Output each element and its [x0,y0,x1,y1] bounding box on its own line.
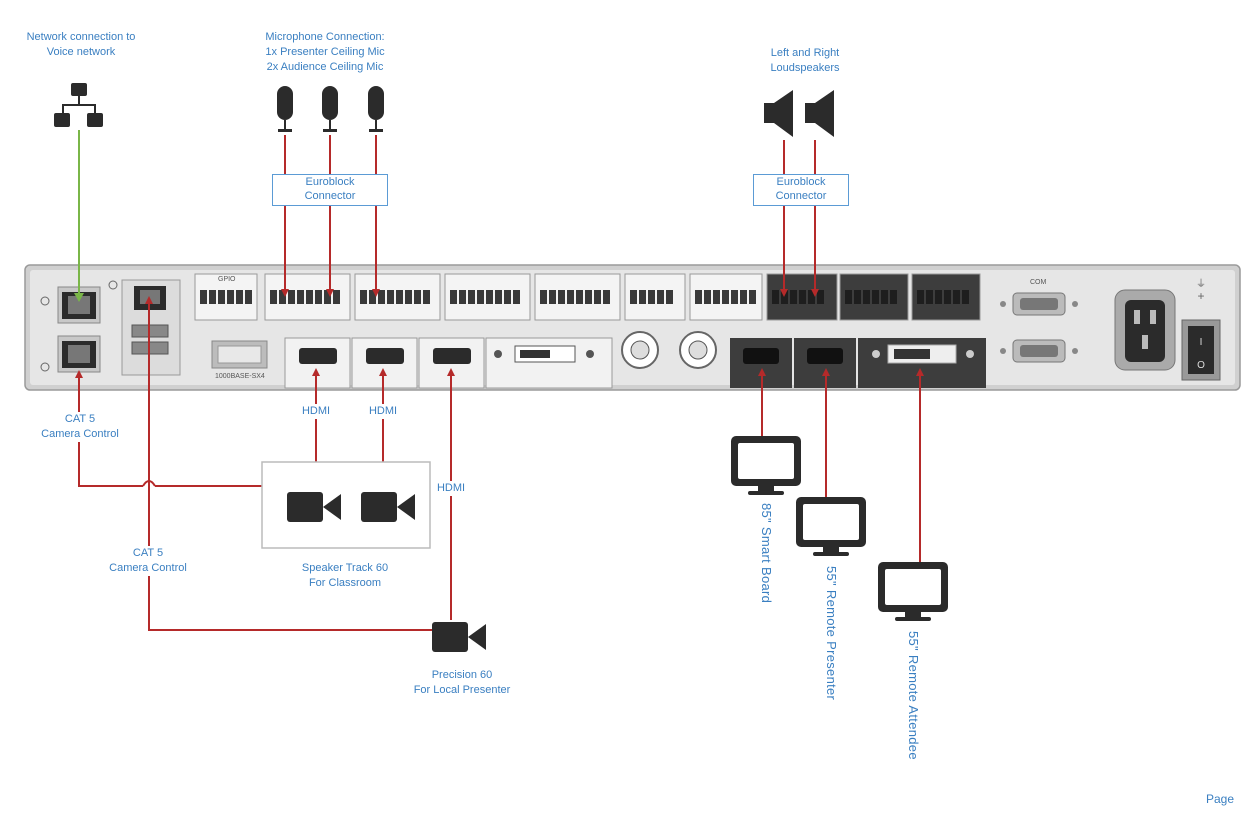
power-switch-icon: I O + ⏚ [1181,278,1221,381]
camera-icon [432,622,486,652]
camera-icon [361,492,415,522]
euroblock-label-left: Euroblock Connector [272,174,388,206]
loudspeakers-label: Left and Right Loudspeakers [770,47,840,74]
speaker-track-label: Speaker Track 60 For Classroom [301,562,389,589]
monitor-icon [878,562,948,621]
display-label-remote-attendee: 55" Remote Attendee [906,631,921,760]
video-port-row [211,331,986,389]
microphone-icon [322,86,338,132]
hdmi-label-1: HDMI [296,404,336,419]
euroblock-label-right: Euroblock Connector [753,174,849,206]
network-label: Network connection to Voice network [26,31,136,58]
microphone-label: Microphone Connection: 1x Presenter Ceil… [265,31,385,73]
microphone-icon [277,86,293,132]
gpio-label: GPIO [218,276,236,283]
precision-label: Precision 60 For Local Presenter [413,669,511,696]
loudspeaker-icon [764,90,793,137]
monitor-icon [731,436,801,495]
svg-text:⏚: ⏚ [1196,278,1206,290]
usb-network-block [108,279,181,376]
monitor-icon [796,497,866,556]
arrowheads [75,289,924,378]
network-switch-icon [54,83,103,127]
page-footer: Page [1206,792,1235,806]
svg-text:O: O [1197,360,1205,371]
display-label-remote-presenter: 55" Remote Presenter [824,566,839,701]
svg-text:I: I [1200,337,1203,348]
microphone-icon [368,86,384,132]
svg-text:+: + [1197,289,1204,303]
com-label: COM [1030,279,1047,286]
loudspeaker-icon [805,90,834,137]
display-label-smart-board: 85" Smart Board [759,503,774,604]
cat5-label-upper: CAT 5 Camera Control [30,412,130,442]
camera-icon [287,492,341,522]
hdmi-label-2: HDMI [363,404,403,419]
hdmi-label-3: HDMI [431,481,471,496]
base-label: 1000BASE-SX4 [215,373,265,380]
power-inlet-icon [1114,289,1176,371]
euroblock-terminal-rows [194,273,981,321]
com-ports [1000,292,1078,363]
cat5-label-lower: CAT 5 Camera Control [98,546,198,576]
